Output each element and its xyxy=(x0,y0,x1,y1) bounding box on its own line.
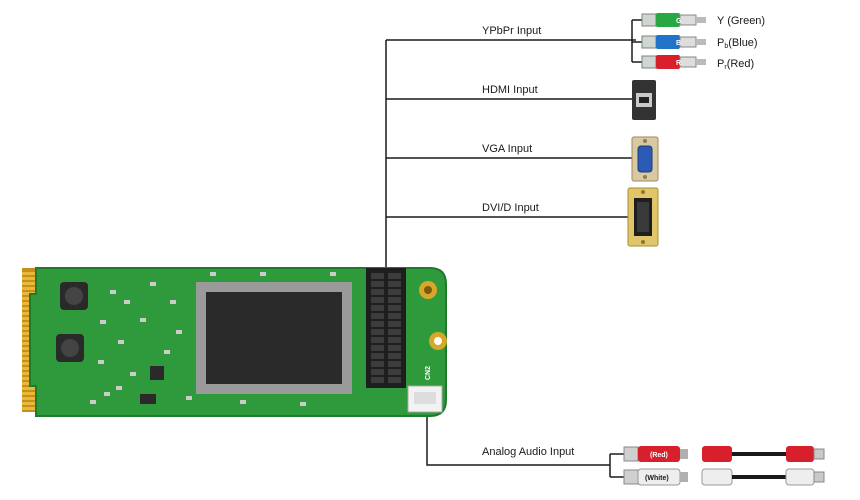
pb-blue-label: Pb(Blue) xyxy=(717,37,758,50)
smd-component xyxy=(98,360,104,364)
header-pin xyxy=(371,281,384,287)
board-silkscreen: CN2 xyxy=(425,366,432,380)
header-pin xyxy=(371,289,384,295)
header-pin xyxy=(388,353,401,359)
smd-component xyxy=(118,340,124,344)
smd-component xyxy=(330,272,336,276)
m2-capture-card: CN2 xyxy=(22,267,447,417)
smd-component xyxy=(186,396,192,400)
rca-plug-blue: B xyxy=(641,35,706,49)
gold-finger xyxy=(22,272,36,275)
header-pin xyxy=(388,329,401,335)
green-plug-tag: G xyxy=(676,18,682,25)
header-pin xyxy=(388,305,401,311)
smd-component xyxy=(110,290,116,294)
wiring xyxy=(385,19,642,478)
rca-plug-red: R xyxy=(641,55,706,69)
header-pin xyxy=(388,313,401,319)
vga-port-icon xyxy=(631,136,659,182)
smd-component xyxy=(150,282,156,286)
header-pin xyxy=(388,297,401,303)
header-pin xyxy=(371,321,384,327)
gold-finger xyxy=(22,407,36,410)
pin-header-connector xyxy=(366,268,406,388)
ypbpr-input-label: YPbPr Input xyxy=(482,25,541,37)
header-pin xyxy=(388,377,401,383)
smd-component xyxy=(210,272,216,276)
y-green-label: Y (Green) xyxy=(717,15,765,27)
header-pin xyxy=(371,345,384,351)
hdmi-input-label: HDMI Input xyxy=(482,84,538,96)
smd-component xyxy=(240,400,246,404)
smd-component xyxy=(130,372,136,376)
smd-component xyxy=(100,320,106,324)
gold-finger xyxy=(22,402,36,405)
header-pin xyxy=(388,369,401,375)
blue-plug-tag: B xyxy=(676,40,681,47)
smd-component xyxy=(104,392,110,396)
header-pin xyxy=(371,273,384,279)
smd-component xyxy=(170,300,176,304)
gold-finger xyxy=(22,387,36,390)
header-pin xyxy=(371,305,384,311)
smd-component xyxy=(116,386,122,390)
header-pin xyxy=(371,361,384,367)
smd-component xyxy=(124,300,130,304)
header-pin xyxy=(371,377,384,383)
red-plug-tag: R xyxy=(676,60,681,67)
audio-cable-white: (White) xyxy=(623,468,825,486)
header-pin xyxy=(388,345,401,351)
header-pin xyxy=(371,337,384,343)
dvi-input-label: DVI/D Input xyxy=(482,202,539,214)
main-processor-chip xyxy=(196,282,352,394)
vga-input-label: VGA Input xyxy=(482,143,532,155)
header-pin xyxy=(388,281,401,287)
hdmi-port-icon xyxy=(632,80,656,120)
header-pin xyxy=(371,369,384,375)
rca-plug-green: G xyxy=(641,13,706,27)
smd-component xyxy=(164,350,170,354)
header-pin xyxy=(371,297,384,303)
header-pin xyxy=(371,329,384,335)
pr-red-label: Pr(Red) xyxy=(717,58,754,71)
audio-input-label: Analog Audio Input xyxy=(482,446,574,458)
audio-red-tag: (Red) xyxy=(650,452,668,459)
audio-header-connector xyxy=(407,385,443,413)
header-pin xyxy=(371,313,384,319)
header-pin xyxy=(388,321,401,327)
audio-cable-red: (Red) xyxy=(623,446,825,462)
gold-finger xyxy=(22,277,36,280)
gold-finger xyxy=(22,397,36,400)
gold-finger xyxy=(22,282,36,285)
smd-component xyxy=(90,400,96,404)
header-pin xyxy=(388,273,401,279)
dvi-port-icon xyxy=(627,187,659,247)
gold-finger xyxy=(22,287,36,290)
smd-component xyxy=(260,272,266,276)
smd-component xyxy=(176,330,182,334)
gold-finger xyxy=(22,392,36,395)
header-pin xyxy=(388,361,401,367)
audio-wire xyxy=(426,412,610,466)
smd-component xyxy=(140,318,146,322)
smd-component xyxy=(300,402,306,406)
audio-white-tag: (White) xyxy=(645,475,669,482)
header-pin xyxy=(388,289,401,295)
header-pin xyxy=(371,353,384,359)
header-pin xyxy=(388,337,401,343)
